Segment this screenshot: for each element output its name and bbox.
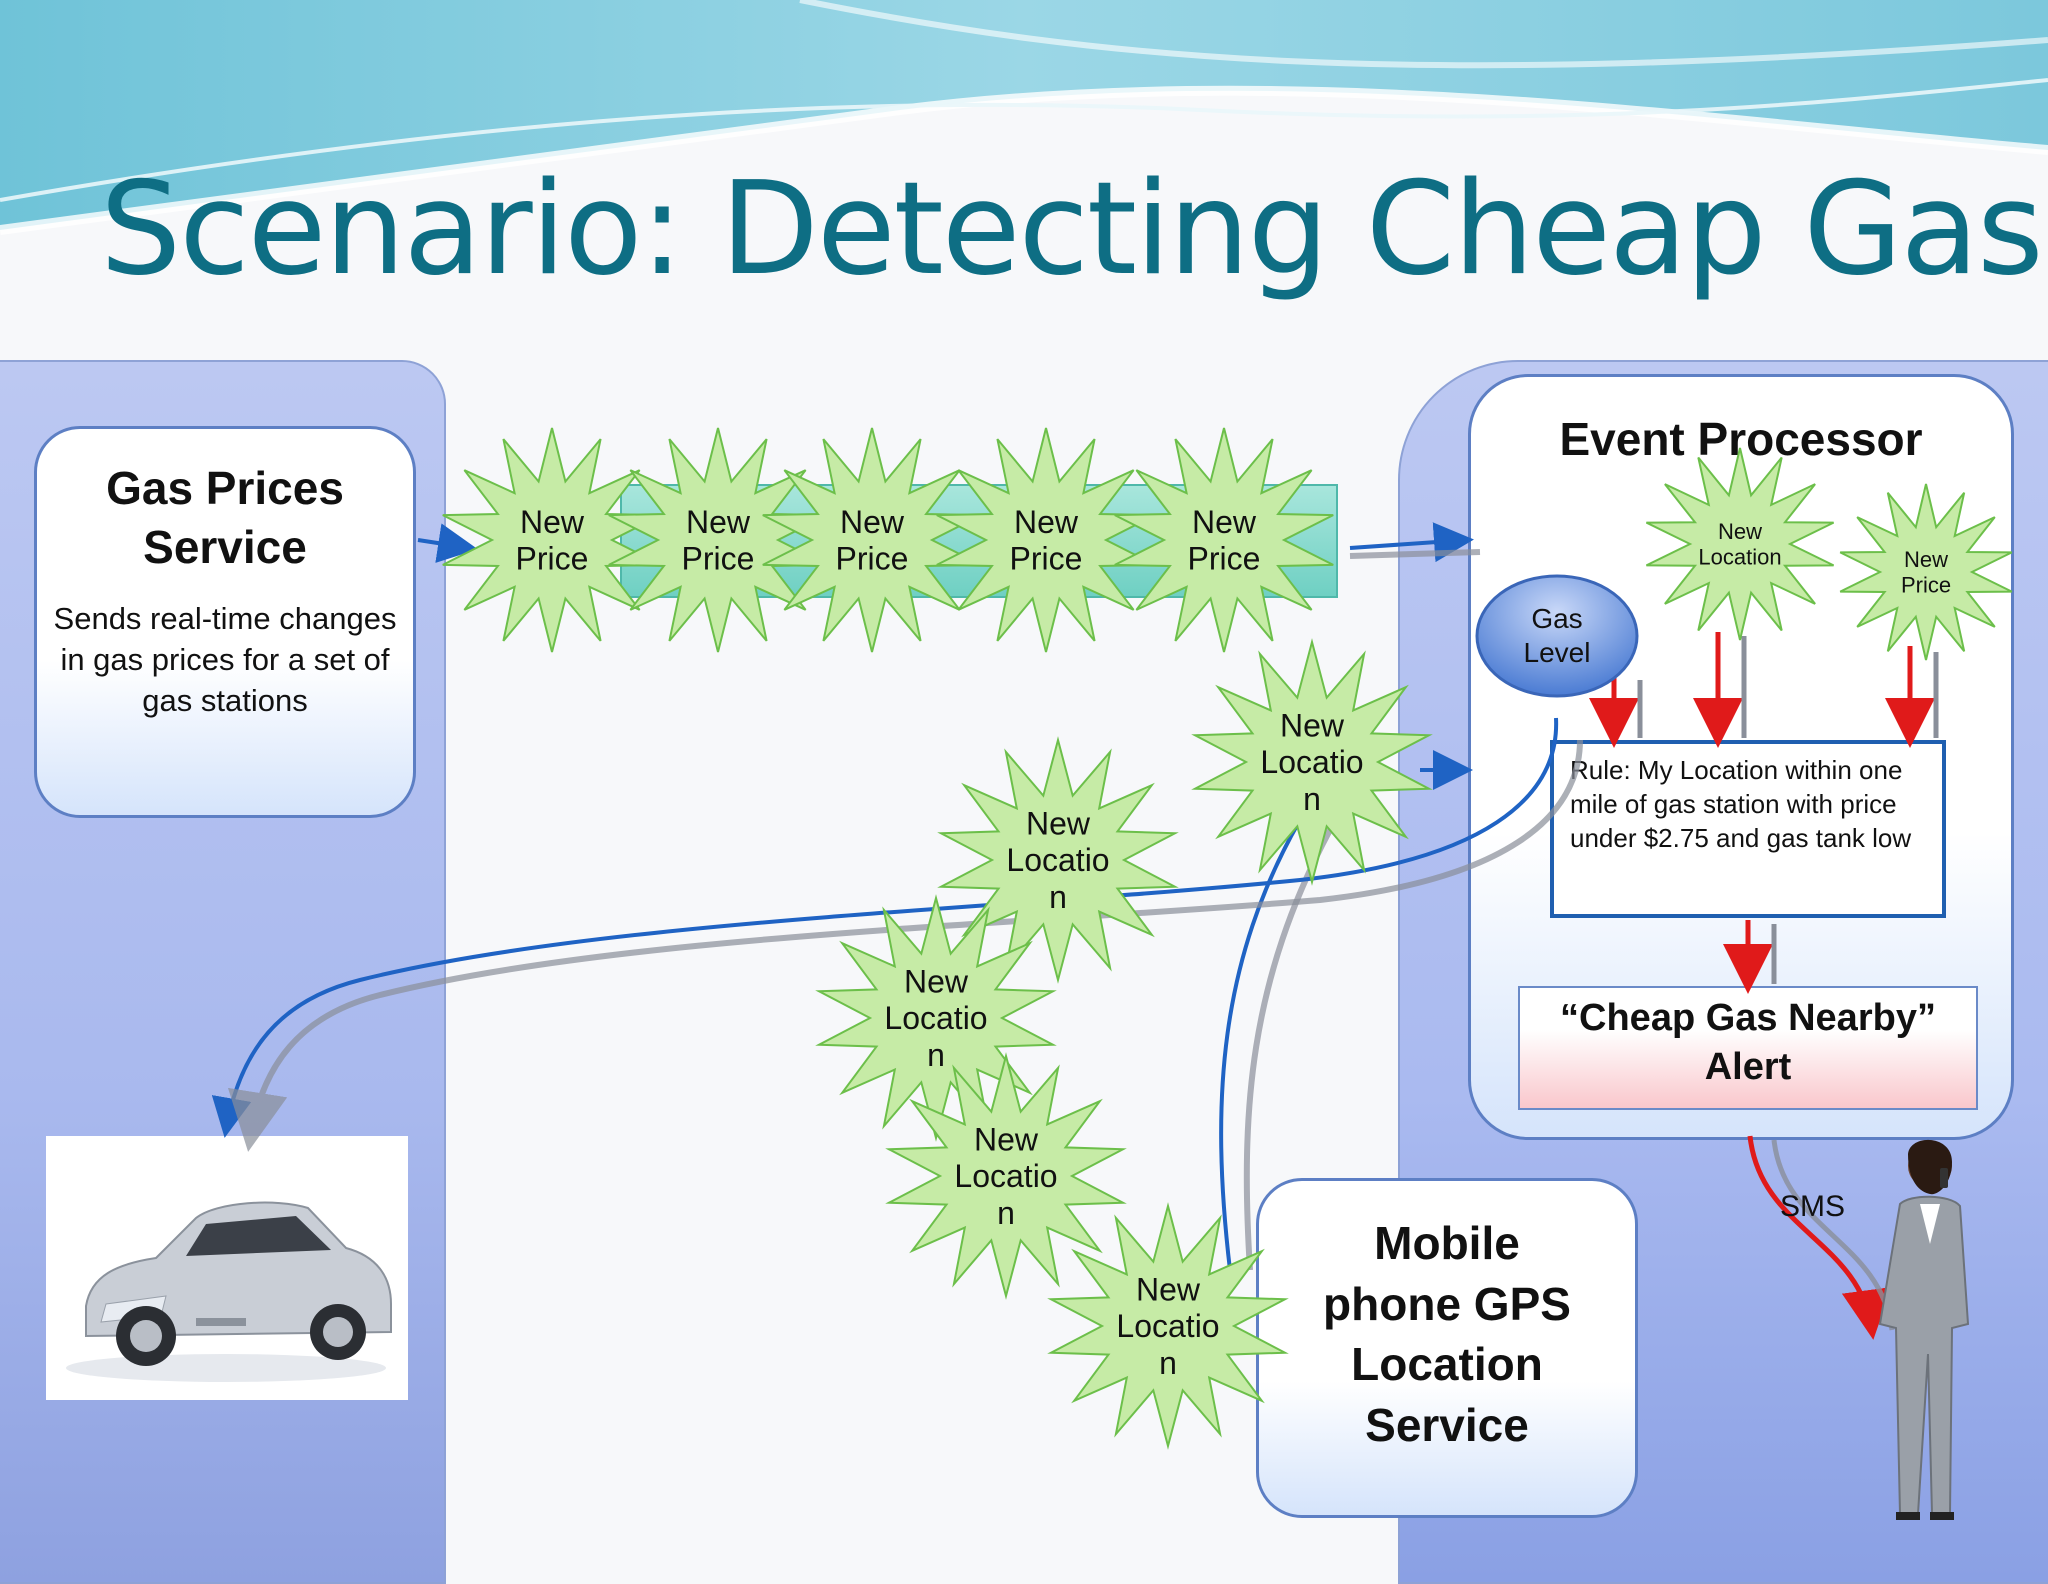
gas-prices-service-description: Sends real-time changes in gas prices fo… bbox=[53, 600, 397, 718]
new-price-event-text: New bbox=[520, 504, 585, 540]
person-on-phone-icon bbox=[1878, 1139, 1970, 1520]
new-price-event-shape bbox=[1114, 427, 1334, 653]
incoming-price-event-text: New bbox=[1904, 547, 1948, 572]
new-price-event-shape bbox=[762, 427, 982, 653]
new-price-event-text: Price bbox=[836, 541, 909, 577]
cheap-gas-alert-box: “Cheap Gas Nearby” Alert bbox=[1518, 986, 1978, 1110]
new-location-event-text: New bbox=[1136, 1271, 1201, 1307]
new-price-event-text: New bbox=[1192, 504, 1257, 540]
incoming-location-event-text: New bbox=[1718, 519, 1762, 544]
gas-level-text-1: Gas bbox=[1531, 603, 1582, 634]
new-location-event-text: Locatio bbox=[954, 1158, 1057, 1194]
new-location-event-text: New bbox=[1280, 707, 1345, 743]
new-location-event-text: n bbox=[1159, 1345, 1177, 1381]
new-price-event-shape bbox=[936, 427, 1156, 653]
new-location-event-text: Locatio bbox=[884, 1000, 987, 1036]
gps-location-service-card: Mobile phone GPS Location Service bbox=[1256, 1178, 1638, 1518]
person-figure bbox=[1860, 1134, 1980, 1524]
new-price-event-text: New bbox=[840, 504, 905, 540]
new-price-event-shape bbox=[608, 427, 828, 653]
new-location-event-text: Locatio bbox=[1116, 1308, 1219, 1344]
arrow-alert-to-person-sms bbox=[1747, 1135, 1892, 1340]
gas-level-text-2: Level bbox=[1524, 637, 1591, 668]
car-photo bbox=[46, 1136, 408, 1400]
incoming-location-event-shape bbox=[1645, 447, 1835, 641]
gas-prices-service-card: Gas Prices Service Sends real-time chang… bbox=[34, 426, 416, 818]
new-location-event-text: Locatio bbox=[1260, 744, 1363, 780]
new-price-event-shape bbox=[442, 427, 662, 653]
arrow-gas-service-to-stream bbox=[417, 523, 478, 563]
new-price-event-text: Price bbox=[516, 541, 589, 577]
car-icon bbox=[66, 1201, 392, 1382]
sms-label: SMS bbox=[1780, 1190, 1846, 1223]
incoming-price-event-text: Price bbox=[1901, 572, 1951, 597]
gas-prices-service-title: Gas Prices Service bbox=[106, 462, 344, 573]
new-price-event-text: Price bbox=[682, 541, 755, 577]
new-location-event-shape bbox=[885, 1052, 1127, 1300]
incoming-price-event-shape bbox=[1839, 483, 2013, 661]
incoming-location-event-text: Location bbox=[1698, 544, 1781, 569]
arrow-gas-level-to-car bbox=[211, 717, 1559, 1138]
new-location-event-shape bbox=[815, 894, 1057, 1142]
connector-gps-to-stream bbox=[1219, 819, 1302, 1271]
new-location-event-shape bbox=[1047, 1202, 1289, 1450]
gas-level-node: Gas Level bbox=[1475, 574, 1639, 698]
rule-box: Rule: My Location within one mile of gas… bbox=[1550, 740, 1946, 918]
new-location-event-text: n bbox=[1303, 781, 1321, 817]
new-location-event-text: n bbox=[1049, 879, 1067, 915]
new-location-event-text: New bbox=[974, 1121, 1039, 1157]
new-price-event-text: New bbox=[1014, 504, 1079, 540]
new-price-event-text: Price bbox=[1188, 541, 1261, 577]
diagram-layer: Gas Level NewPriceNewPriceNewPriceNewPri… bbox=[211, 427, 2013, 1450]
new-location-event-text: New bbox=[904, 963, 969, 999]
new-location-event-shape bbox=[937, 736, 1179, 984]
header-wave bbox=[0, 0, 2048, 235]
new-location-event-text: n bbox=[927, 1037, 945, 1073]
gps-location-service-title: Mobile phone GPS Location Service bbox=[1323, 1217, 1571, 1452]
slide-title: Scenario: Detecting Cheap Gas bbox=[100, 155, 2044, 304]
new-price-event-text: New bbox=[686, 504, 751, 540]
new-location-event-text: New bbox=[1026, 805, 1091, 841]
new-price-event-text: Price bbox=[1010, 541, 1083, 577]
arrow-stream-to-processor bbox=[1349, 522, 1474, 563]
new-location-event-text: Locatio bbox=[1006, 842, 1109, 878]
new-location-event-shape bbox=[1191, 638, 1433, 886]
new-location-event-text: n bbox=[997, 1195, 1015, 1231]
